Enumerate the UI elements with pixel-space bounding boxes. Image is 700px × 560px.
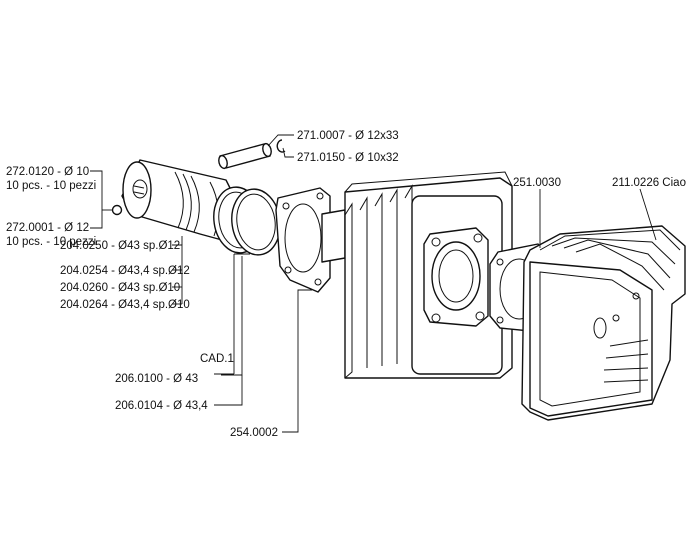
leader-lines xyxy=(90,134,657,433)
label-piston-4: 204.0264 - Ø43,4 sp.Ø10 xyxy=(60,299,190,311)
label-clip-12-qty: 10 pcs. - 10 pezzi xyxy=(6,236,96,248)
label-pin-32: 271.0150 - Ø 10x32 xyxy=(297,152,399,164)
label-clip-10: 272.0120 - Ø 10 xyxy=(6,166,89,178)
label-clip-10-qty: 10 pcs. - 10 pezzi xyxy=(6,180,96,192)
label-cad: CAD.1 xyxy=(200,353,234,365)
label-piston-2: 204.0254 - Ø43,4 sp.Ø12 xyxy=(60,265,190,277)
part-labels: 271.0007 - Ø 12x33 271.0150 - Ø 10x32 27… xyxy=(6,130,686,439)
piston-rings xyxy=(213,186,281,256)
label-head: 211.0226 Ciao xyxy=(612,177,686,189)
label-piston-3: 204.0260 - Ø43 sp.Ø10 xyxy=(60,282,180,294)
label-head-gasket: 251.0030 xyxy=(513,177,561,189)
label-ring-434: 206.0104 - Ø 43,4 xyxy=(115,400,208,412)
wrist-pin xyxy=(218,142,272,170)
label-piston-1: 204.0250 - Ø43 sp.Ø12 xyxy=(60,240,180,252)
label-clip-12: 272.0001 - Ø 12 xyxy=(6,222,89,234)
label-base-gasket: 254.0002 xyxy=(230,427,278,439)
label-ring-43: 206.0100 - Ø 43 xyxy=(115,373,198,385)
label-pin-33: 271.0007 - Ø 12x33 xyxy=(297,130,399,142)
cylinder-head xyxy=(521,225,686,421)
base-gasket xyxy=(275,187,331,293)
piston-clip xyxy=(111,204,123,216)
cylinder xyxy=(321,171,513,379)
